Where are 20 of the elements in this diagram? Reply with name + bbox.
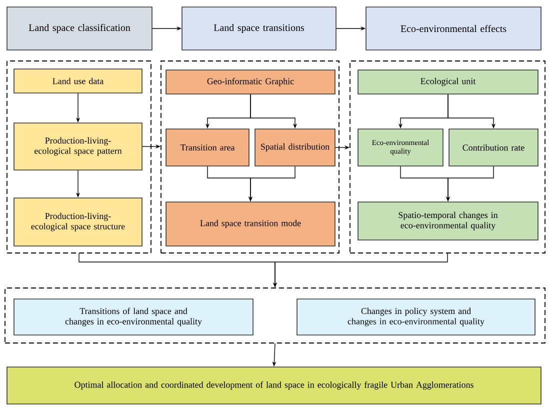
- dashed-group-box: [6, 60, 152, 254]
- process-box: Land space classification: [6, 6, 152, 50]
- process-box: Ecological unit: [358, 70, 538, 94]
- process-box: Contribution rate: [448, 128, 538, 166]
- process-box: Spatial distribution: [254, 128, 336, 166]
- process-box: Optimal allocation and coordinated development of land space in ecologically fragile Urban Agglomerations: [6, 366, 542, 404]
- process-box: Land space transition mode: [166, 202, 336, 246]
- process-box: Production-living-ecological space pattern: [14, 122, 142, 170]
- process-box: Land use data: [14, 68, 142, 94]
- dashed-group-box: [4, 288, 546, 344]
- process-box: Production-living-ecological space structure: [14, 198, 142, 246]
- process-box: Geo-informatic Graphic: [166, 70, 336, 94]
- dashed-group-box: [350, 60, 546, 254]
- process-box: Land space transitions: [182, 6, 336, 50]
- process-box: Transitions of land space and changes in eco-environmental quality: [14, 298, 254, 336]
- dashed-group-box: [160, 60, 340, 254]
- process-box: Eco-environmental effects: [366, 6, 542, 50]
- process-box: Transition area: [166, 128, 250, 166]
- process-box: Spatio-temporal changes in eco-environmental quality: [358, 202, 538, 240]
- process-box: Changes in policy system and changes in eco-environmental quality: [296, 298, 536, 336]
